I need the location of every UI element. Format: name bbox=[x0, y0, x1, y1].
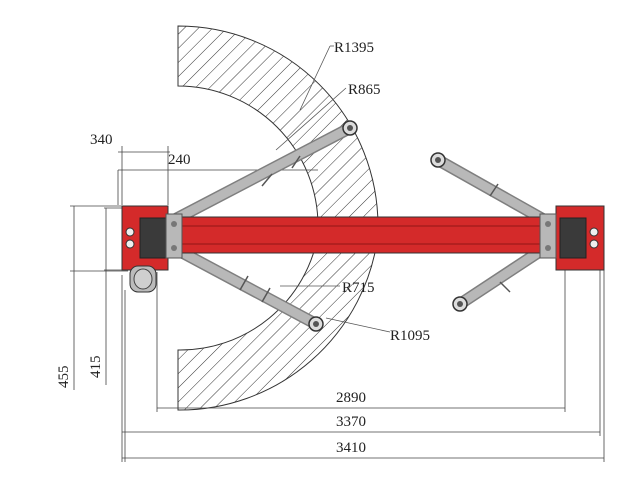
label-r1395: R1395 bbox=[334, 40, 374, 56]
leader-r1095 bbox=[325, 317, 391, 333]
arm-lower-left bbox=[164, 240, 322, 330]
right-column bbox=[539, 205, 605, 271]
label-dim-340: 340 bbox=[90, 132, 113, 148]
label-dim-240: 240 bbox=[168, 152, 191, 168]
arm-upper-right bbox=[432, 154, 554, 228]
label-dim-415: 415 bbox=[88, 356, 104, 379]
power-unit-motor bbox=[129, 265, 157, 293]
label-dim-3410: 3410 bbox=[336, 440, 366, 456]
label-dim-3370: 3370 bbox=[336, 414, 366, 430]
label-r865: R865 bbox=[348, 82, 381, 98]
lift-pad-lower-right bbox=[452, 296, 468, 312]
lift-pad-upper-left bbox=[342, 120, 358, 136]
lift-pad-lower-left bbox=[308, 316, 324, 332]
lift-pad-upper-right bbox=[430, 152, 446, 168]
left-column bbox=[121, 205, 183, 271]
label-dim-2890: 2890 bbox=[336, 390, 366, 406]
label-dim-455: 455 bbox=[56, 366, 72, 389]
leader-r1395 bbox=[299, 45, 331, 111]
label-r1095: R1095 bbox=[390, 328, 430, 344]
leader-r865 bbox=[275, 87, 347, 151]
main-beam bbox=[177, 216, 551, 254]
label-r715: R715 bbox=[342, 280, 375, 296]
arm-lower-right bbox=[454, 240, 554, 310]
arm-upper-left bbox=[164, 122, 356, 228]
